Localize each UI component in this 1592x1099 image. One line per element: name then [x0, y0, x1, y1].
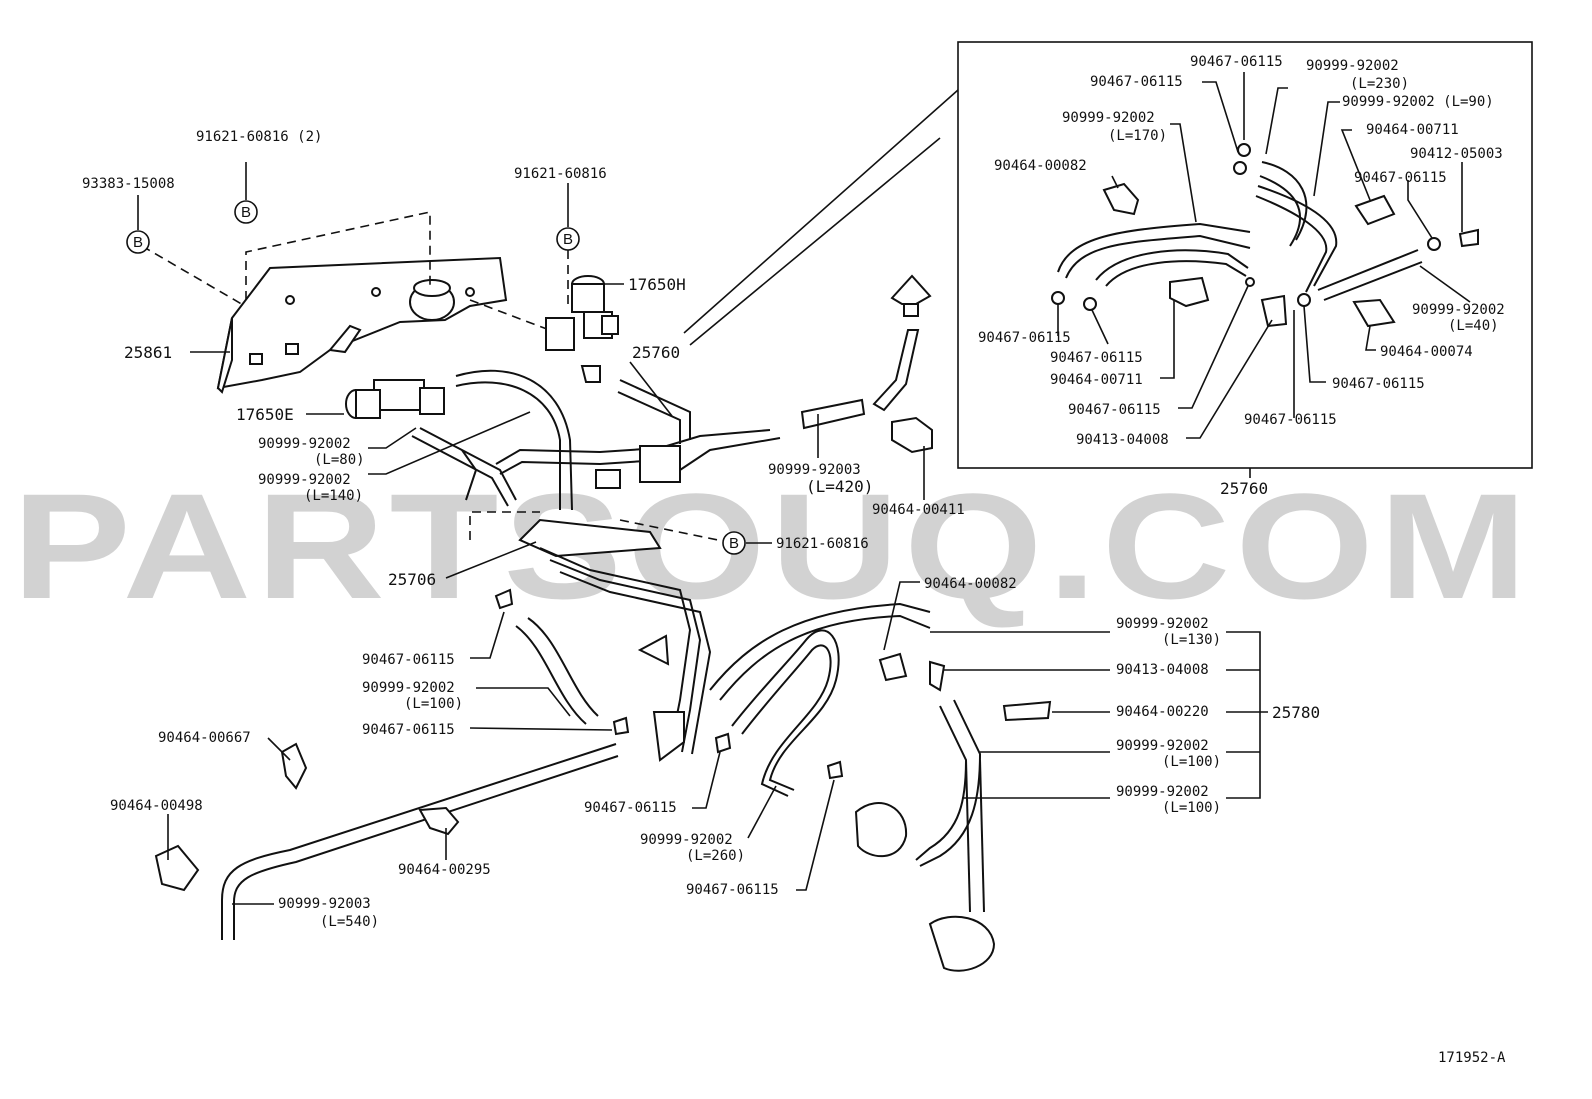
label-90464-00667: 90464-00667	[158, 730, 251, 746]
label-90999-92002-l130: 90999-92002	[1116, 616, 1209, 632]
bracket-dash-a	[245, 211, 431, 300]
label-90999-92002-l100b: 90999-92002	[1116, 738, 1209, 754]
hose-lower-right	[854, 699, 996, 972]
label-25861: 25861	[124, 343, 172, 362]
svg-text:B: B	[563, 231, 573, 248]
bolt-93383-leader-dash	[141, 245, 246, 307]
label-90467-06115-a: 90467-06115	[362, 652, 455, 668]
inset-label-90467-06115-5: 90467-06115	[1050, 350, 1143, 366]
label-25706: 25706	[388, 570, 436, 589]
label-90999-92002-l100a: 90999-92002	[362, 680, 455, 696]
label-90413-04008-main: 90413-04008	[1116, 662, 1209, 678]
pipe-bracket-25706	[518, 518, 712, 762]
bolt-b-symbol-3: B	[556, 227, 580, 251]
label-l140: (L=140)	[304, 488, 363, 504]
inset-label-l40: (L=40)	[1448, 318, 1499, 334]
inset-leader-bottom	[689, 137, 941, 346]
label-91621-60816-b: 91621-60816	[776, 536, 869, 552]
label-91621-60816-2: 91621-60816 (2)	[196, 129, 322, 145]
svg-text:B: B	[729, 535, 739, 552]
label-93383-15008: 93383-15008	[82, 176, 175, 192]
inset-frame	[957, 41, 1533, 469]
inset-label-90412-05003: 90412-05003	[1410, 146, 1503, 162]
svg-text:B: B	[241, 204, 251, 221]
label-90467-06115-b: 90467-06115	[362, 722, 455, 738]
inset-label-90467-06115-6: 90467-06115	[1332, 376, 1425, 392]
hose-lower-left	[221, 617, 619, 940]
inset-label-90467-06115-8: 90467-06115	[1244, 412, 1337, 428]
label-90467-06115-d: 90467-06115	[686, 882, 779, 898]
label-25760-inset: 25760	[1220, 479, 1268, 498]
label-90467-06115-c: 90467-06115	[584, 800, 677, 816]
label-l100a: (L=100)	[404, 696, 463, 712]
inset-label-90467-06115-7: 90467-06115	[1068, 402, 1161, 418]
inset-label-90464-00082: 90464-00082	[994, 158, 1087, 174]
label-90464-00220: 90464-00220	[1116, 704, 1209, 720]
label-90464-00295: 90464-00295	[398, 862, 491, 878]
bolt-b-symbol-2: B	[234, 200, 258, 224]
watermark-text: PARTSOUQ.COM	[12, 462, 1532, 630]
inset-label-90999-92002-l90: 90999-92002 (L=90)	[1342, 94, 1494, 110]
label-17650h: 17650H	[628, 275, 686, 294]
inset-label-90467-06115-1: 90467-06115	[1190, 54, 1283, 70]
label-90999-92002-l260: 90999-92002	[640, 832, 733, 848]
inset-label-90999-92002-l40: 90999-92002	[1412, 302, 1505, 318]
vsv-17650h	[545, 275, 619, 383]
inset-label-90999-92002-l230: 90999-92002	[1306, 58, 1399, 74]
bolt-b-symbol-1: B	[126, 230, 150, 254]
label-90464-00082-main: 90464-00082	[924, 576, 1017, 592]
label-90464-00498: 90464-00498	[110, 798, 203, 814]
hose-harness-top	[411, 274, 932, 511]
clamp-symbols	[154, 416, 1052, 892]
inset-label-90467-06115-2: 90467-06115	[1090, 74, 1183, 90]
label-90999-92003-l420: 90999-92003	[768, 462, 861, 478]
bolt-b-symbol-4: B	[722, 531, 746, 555]
label-l100b: (L=100)	[1162, 754, 1221, 770]
diagram-id: 171952-A	[1438, 1050, 1506, 1066]
svg-text:B: B	[133, 234, 143, 251]
inset-label-l230: (L=230)	[1350, 76, 1409, 92]
vsv-17650e	[345, 379, 445, 419]
label-l260: (L=260)	[686, 848, 745, 864]
label-17650e: 17650E	[236, 405, 294, 424]
label-25760-main: 25760	[632, 343, 680, 362]
inset-label-90467-06115-4: 90467-06115	[978, 330, 1071, 346]
label-l130: (L=130)	[1162, 632, 1221, 648]
label-l540: (L=540)	[320, 914, 379, 930]
label-90999-92002-l100c: 90999-92002	[1116, 784, 1209, 800]
bolt-25706-dash	[619, 519, 719, 541]
label-l420: (L=420)	[806, 477, 873, 496]
bracket-25861	[216, 256, 508, 394]
label-l100c: (L=100)	[1162, 800, 1221, 816]
label-90464-00411: 90464-00411	[872, 502, 965, 518]
inset-label-90467-06115-3: 90467-06115	[1354, 170, 1447, 186]
label-90999-92003-l540: 90999-92003	[278, 896, 371, 912]
hose-lower-mid	[709, 602, 931, 797]
leader-lines	[137, 72, 1471, 905]
inset-leader-top	[683, 89, 959, 334]
label-l80: (L=80)	[314, 452, 365, 468]
inset-label-90464-00074: 90464-00074	[1380, 344, 1473, 360]
label-25780: 25780	[1272, 703, 1320, 722]
inset-hoses	[1051, 143, 1479, 328]
inset-label-90999-92002-l170: 90999-92002	[1062, 110, 1155, 126]
label-91621-60816-a: 91621-60816	[514, 166, 607, 182]
inset-label-90464-00711-a: 90464-00711	[1366, 122, 1459, 138]
part-labels: 93383-15008 91621-60816 (2) 91621-60816 …	[82, 54, 1506, 1066]
inset-label-90413-04008: 90413-04008	[1076, 432, 1169, 448]
inset-label-l170: (L=170)	[1108, 128, 1167, 144]
inset-label-90464-00711-b: 90464-00711	[1050, 372, 1143, 388]
label-90999-92002-l140: 90999-92002	[258, 472, 351, 488]
label-90999-92002-l80: 90999-92002	[258, 436, 351, 452]
